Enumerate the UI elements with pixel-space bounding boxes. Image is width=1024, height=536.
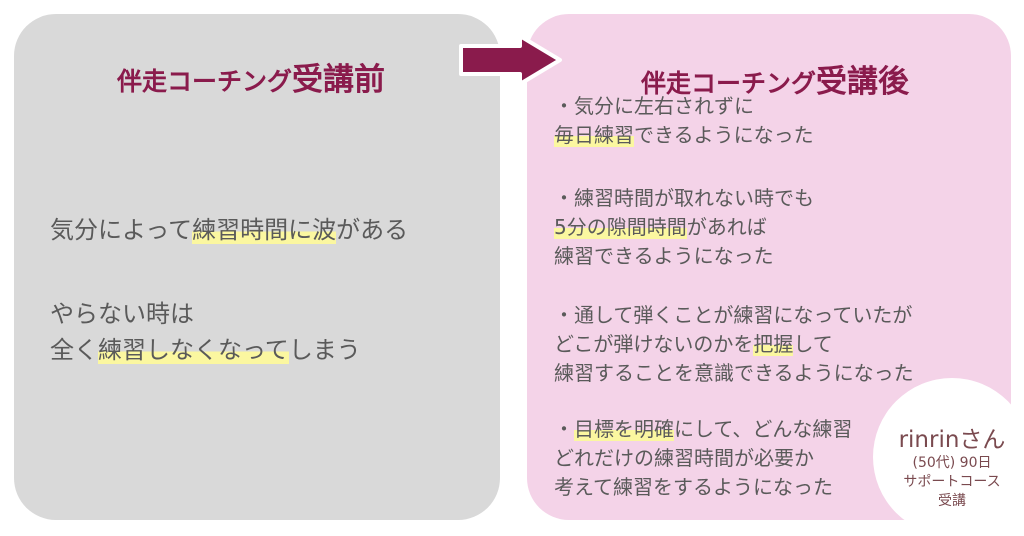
text-line: ・練習時間が取れない時でも xyxy=(554,184,814,213)
text-line: ・気分に左右されずに xyxy=(554,92,814,121)
text-line: どれだけの練習時間が必要か xyxy=(554,444,852,473)
highlighted-text: 目標を明確 xyxy=(574,417,674,441)
before-panel: 伴走コーチング受講前 気分によって練習時間に波がある やらない時は全く練習しなく… xyxy=(14,14,500,520)
before-paragraph: やらない時は全く練習しなくなってしまう xyxy=(50,296,361,368)
after-title: 伴走コーチング受講後 xyxy=(533,56,1017,101)
text-segment: できるようになった xyxy=(634,123,814,147)
after-paragraph: ・目標を明確にして、どんな練習どれだけの練習時間が必要か考えて練習をするようにな… xyxy=(554,415,852,502)
text-segment: して xyxy=(793,332,833,356)
text-line: ・目標を明確にして、どんな練習 xyxy=(554,415,852,444)
title-suffix: 受講前 xyxy=(292,62,385,98)
text-line: やらない時は xyxy=(50,296,361,332)
highlighted-text: 把握 xyxy=(753,332,794,356)
testimonial-detail: (50代) 90日 xyxy=(912,455,992,471)
after-paragraph: ・気分に左右されずに毎日練習できるようになった xyxy=(554,92,814,150)
text-segment: 気分によって xyxy=(50,216,193,244)
highlighted-text: 練習しなくなって xyxy=(98,336,289,364)
text-line: 考えて練習をするようになった xyxy=(554,473,852,502)
highlighted-text: 毎日練習 xyxy=(554,123,634,147)
testimonial-badge: rinrinさん (50代) 90日 サポートコース 受講 xyxy=(873,378,1024,536)
text-segment: ・ xyxy=(554,417,574,441)
text-line: 練習することを意識できるようになった xyxy=(554,359,914,388)
text-segment: 全く xyxy=(50,336,98,364)
text-segment: がある xyxy=(336,216,409,244)
title-prefix: 伴走コーチング xyxy=(640,69,816,98)
highlighted-text: 練習時間に波 xyxy=(192,216,337,244)
testimonial-detail: サポートコース xyxy=(903,474,1001,490)
text-segment: ・練習時間が取れない時でも xyxy=(554,186,814,210)
text-segment: があれば xyxy=(686,215,767,239)
text-segment: どこが弾けないのかを xyxy=(554,332,754,356)
text-segment: どれだけの練習時間が必要か xyxy=(554,446,814,470)
text-segment: ・通して弾くことが練習になっていたが xyxy=(554,303,913,327)
text-segment: しまう xyxy=(288,336,361,364)
title-prefix: 伴走コーチング xyxy=(116,67,292,96)
text-line: 毎日練習できるようになった xyxy=(554,121,814,150)
testimonial-name: rinrinさん xyxy=(898,427,1006,453)
text-segment: 練習することを意識できるようになった xyxy=(554,361,914,385)
after-paragraph: ・通して弾くことが練習になっていたがどこが弾けないのかを把握して練習することを意… xyxy=(554,301,914,388)
title-suffix: 受講後 xyxy=(816,64,909,100)
text-segment: にして、どんな練習 xyxy=(674,417,853,441)
text-line: ・通して弾くことが練習になっていたが xyxy=(554,301,914,330)
after-panel: 伴走コーチング受講後 ・気分に左右されずに毎日練習できるようになった ・練習時間… xyxy=(527,14,1011,520)
text-line: 全く練習しなくなってしまう xyxy=(50,332,361,368)
text-line: どこが弾けないのかを把握して xyxy=(554,330,914,359)
arrow-right-icon xyxy=(459,34,562,86)
text-line: 練習できるようになった xyxy=(554,242,814,271)
highlighted-text: 5分の隙間時間 xyxy=(554,215,687,239)
text-segment: やらない時は xyxy=(50,300,194,328)
text-segment: 練習できるようになった xyxy=(554,244,774,268)
text-line: 5分の隙間時間があれば xyxy=(554,213,814,242)
text-segment: ・気分に左右されずに xyxy=(554,94,754,118)
before-title: 伴走コーチング受講前 xyxy=(8,54,494,99)
text-line: 気分によって練習時間に波がある xyxy=(50,212,408,248)
text-segment: 考えて練習をするようになった xyxy=(554,475,833,499)
before-paragraph: 気分によって練習時間に波がある xyxy=(50,212,408,248)
testimonial-detail: 受講 xyxy=(938,493,966,509)
